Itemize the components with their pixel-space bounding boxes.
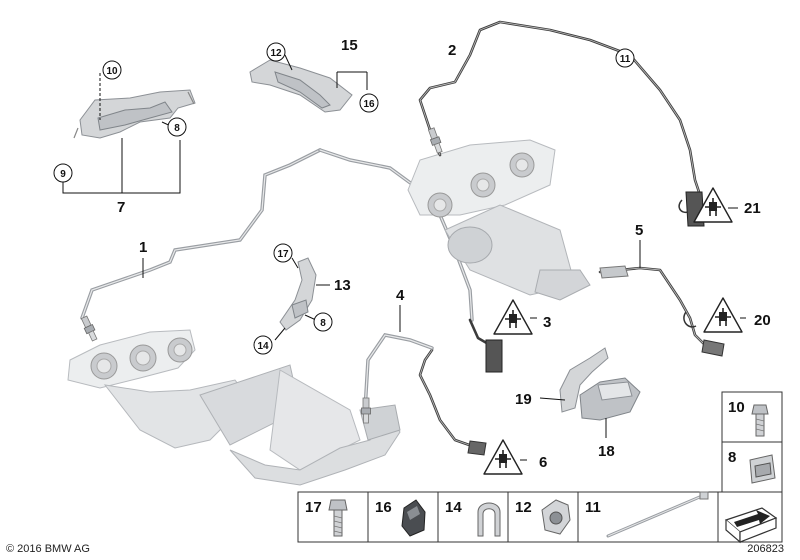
- bolt-icon: [751, 404, 769, 437]
- clip-nut-icon: [749, 454, 776, 484]
- svg-text:11: 11: [620, 54, 631, 65]
- part-label: 5: [635, 222, 643, 239]
- svg-text:16: 16: [363, 99, 375, 110]
- legend-number: 8: [728, 449, 736, 466]
- callout-circle: 14: [253, 335, 273, 355]
- copyright-text: © 2016 BMW AG: [6, 543, 90, 555]
- legend-number: 16: [375, 499, 392, 516]
- legend-number: 10: [728, 399, 745, 416]
- part-label: 6: [539, 454, 547, 471]
- sensor-bracket: [559, 347, 641, 421]
- part-label: 3: [543, 314, 551, 331]
- svg-text:17: 17: [277, 249, 289, 260]
- spring-clip-icon: [401, 499, 426, 537]
- support-bracket: [249, 59, 353, 113]
- arrow-plate-icon: [724, 507, 778, 544]
- holder-clip-icon: [541, 499, 571, 535]
- svg-text:12: 12: [270, 48, 282, 59]
- svg-text:14: 14: [257, 341, 269, 352]
- callout-circle: 12: [266, 42, 286, 62]
- warning-connector-icon: [483, 439, 523, 475]
- part-label: 1: [139, 239, 147, 256]
- diagram-id: 206823: [747, 543, 784, 555]
- cable-tie-icon: [606, 491, 709, 538]
- svg-text:8: 8: [320, 318, 326, 329]
- callout-circle: 8: [167, 117, 187, 137]
- mounting-bracket: [279, 257, 317, 331]
- part-label: 18: [598, 443, 615, 460]
- callout-circle: 10: [102, 60, 122, 80]
- part-label: 2: [448, 42, 456, 59]
- warning-connector-icon: [703, 297, 743, 333]
- callout-circle: 16: [359, 93, 379, 113]
- warning-connector-icon: [493, 299, 533, 335]
- part-label: 20: [754, 312, 771, 329]
- exhaust-manifold-left: [67, 329, 401, 486]
- part-label: 15: [341, 37, 358, 54]
- part-label: 13: [334, 277, 351, 294]
- svg-text:10: 10: [106, 66, 118, 77]
- exhaust-manifold-right: [407, 139, 591, 301]
- part-label: 19: [515, 391, 532, 408]
- legend-number: 14: [445, 499, 462, 516]
- cable-clip-icon: [477, 502, 501, 537]
- legend-bottom-row: 17 16 14 12 11: [297, 491, 783, 544]
- legend-top-right: 10 8: [721, 391, 783, 493]
- svg-text:9: 9: [60, 169, 66, 180]
- part-label: 4: [396, 287, 405, 304]
- callout-circle: 8: [313, 312, 333, 332]
- hex-bolt-icon: [328, 499, 348, 537]
- callout-circle: 11: [615, 48, 635, 68]
- part-label: 7: [117, 199, 125, 216]
- legend-number: 11: [585, 499, 601, 516]
- heat-shield-bracket: [73, 89, 196, 139]
- callout-circle: 17: [273, 243, 293, 263]
- part-label: 21: [744, 200, 761, 217]
- legend-number: 12: [515, 499, 532, 516]
- callout-circle: 9: [53, 163, 73, 183]
- legend-number: 17: [305, 499, 322, 516]
- svg-text:8: 8: [174, 123, 180, 134]
